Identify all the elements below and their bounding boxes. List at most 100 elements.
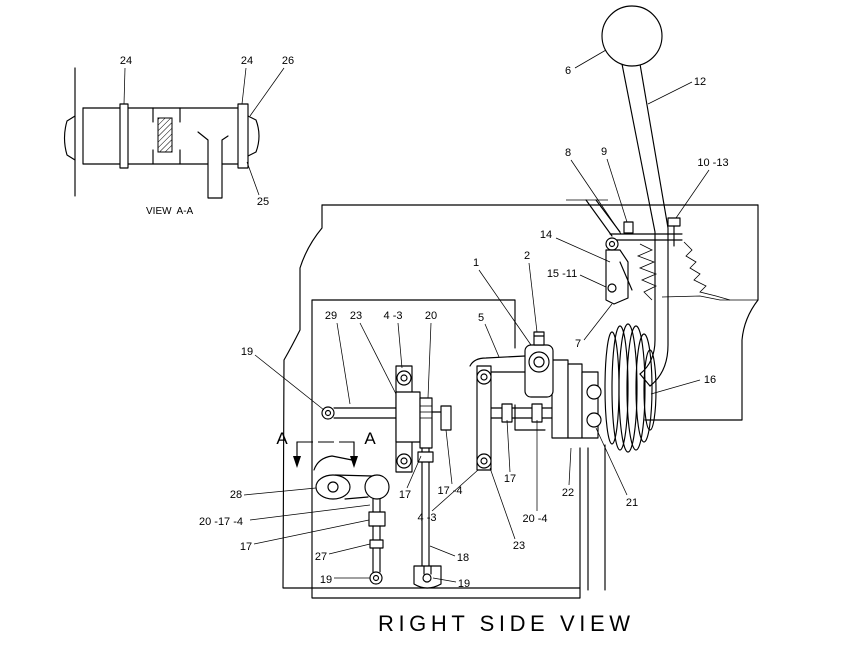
callout-17-4: 17 -4 [437,485,462,497]
cam [315,474,351,500]
leader-line [249,504,371,521]
hub-bore-inner [533,356,545,368]
leader-line [254,354,325,411]
arm-top-edge [469,355,526,367]
spring [636,243,658,301]
pivot-bolt [605,237,619,251]
inner-panel [311,299,581,599]
callout-17-middle: 17 [399,489,411,501]
bar-bolt-center [480,373,488,381]
leader-line [123,67,126,105]
leader-line [555,237,611,263]
callout-2: 2 [524,250,530,262]
leader-line [429,545,456,557]
cam-arm-edge [334,474,373,477]
clutch-pack [604,323,657,453]
lever-knob [601,5,663,67]
leader-line [506,419,511,473]
clutch-disc [626,325,646,451]
leader-line [675,169,710,219]
cam-arm-eye [364,474,390,500]
right-side-view: A A [199,5,759,636]
lever-bracket [585,199,731,305]
callout-1: 1 [473,257,479,269]
callout-24-left: 24 [120,55,132,67]
callout-25: 25 [257,196,269,208]
callout-19-left: 19 [241,346,253,358]
bolt-head [667,217,681,227]
plate-bolt [396,370,412,386]
callout-17-left: 17 [240,541,252,553]
callout-28: 28 [230,489,242,501]
view-caption: RIGHT SIDE VIEW [378,611,630,636]
clevis-pin [422,573,432,583]
leader-line [241,67,247,105]
callout-17-right: 17 [504,473,516,485]
rod-end [419,397,433,449]
callout-15-11: 15 -11 [547,268,577,280]
cover-line [661,295,758,301]
nut [623,221,634,234]
leader-line [595,427,628,496]
leader-line [406,455,422,489]
bar-bolt [476,453,492,469]
callout-18: 18 [457,552,469,564]
mounting-block [551,359,602,439]
link-bracket [605,249,629,305]
cam-bore [327,481,339,493]
leader-line [647,81,693,105]
view-aa: 24 24 26 25 VIEW A-A [63,55,294,217]
hub-bore [528,351,550,373]
section-mark-left: A [276,429,288,448]
leader-line [431,469,479,512]
callout-26: 26 [282,55,294,67]
callout-20-4: 20 -4 [522,513,547,525]
leader-line [528,262,538,333]
hatched-section [157,117,173,153]
plate-center [395,391,421,443]
link-27-collar [369,539,384,549]
callout-24-right: 24 [241,55,253,67]
right-bar [476,365,492,471]
leader-line [489,467,516,540]
link-27-nut [368,511,386,527]
hub-assembly [469,331,554,398]
arrow-down-icon [350,456,358,468]
callout-6: 6 [565,65,571,77]
hub-block [524,344,554,398]
bracket-arm [585,199,613,237]
pivot-bolt-center [608,240,616,248]
cross-link [489,403,553,423]
callout-23-lower: 23 [513,540,525,552]
clutch-disc [604,331,620,445]
rod-nut [417,451,434,463]
cam-arm-edge [344,496,369,500]
leader-line [243,487,317,496]
callout-12: 12 [694,76,706,88]
bar-bolt [476,369,492,385]
leader-line [427,322,432,399]
callout-4-3-upper: 4 -3 [384,310,403,322]
leader-lines [243,49,710,583]
right-flange [237,103,249,169]
callout-10-13: 10 -13 [697,157,728,169]
lever-right-edge [639,63,669,387]
plate-bolt-center [400,374,408,382]
callout-4-3-lower: 4 -3 [418,512,437,524]
leader-line [568,447,572,486]
leader-line [253,519,370,545]
block-plate [581,371,599,439]
clutch-disc [611,325,629,451]
callout-14: 14 [540,229,552,241]
left-flange [119,103,129,169]
return-spring [683,241,731,301]
nut-17-4 [440,405,452,431]
plate-bolt-center [400,457,408,465]
bolt-head-left [63,115,76,161]
link-27-rod-end-center [372,574,380,582]
hand-lever [601,5,669,387]
section-marker: A A [276,429,376,468]
link-bolt [607,283,617,293]
block-plate [551,359,569,439]
